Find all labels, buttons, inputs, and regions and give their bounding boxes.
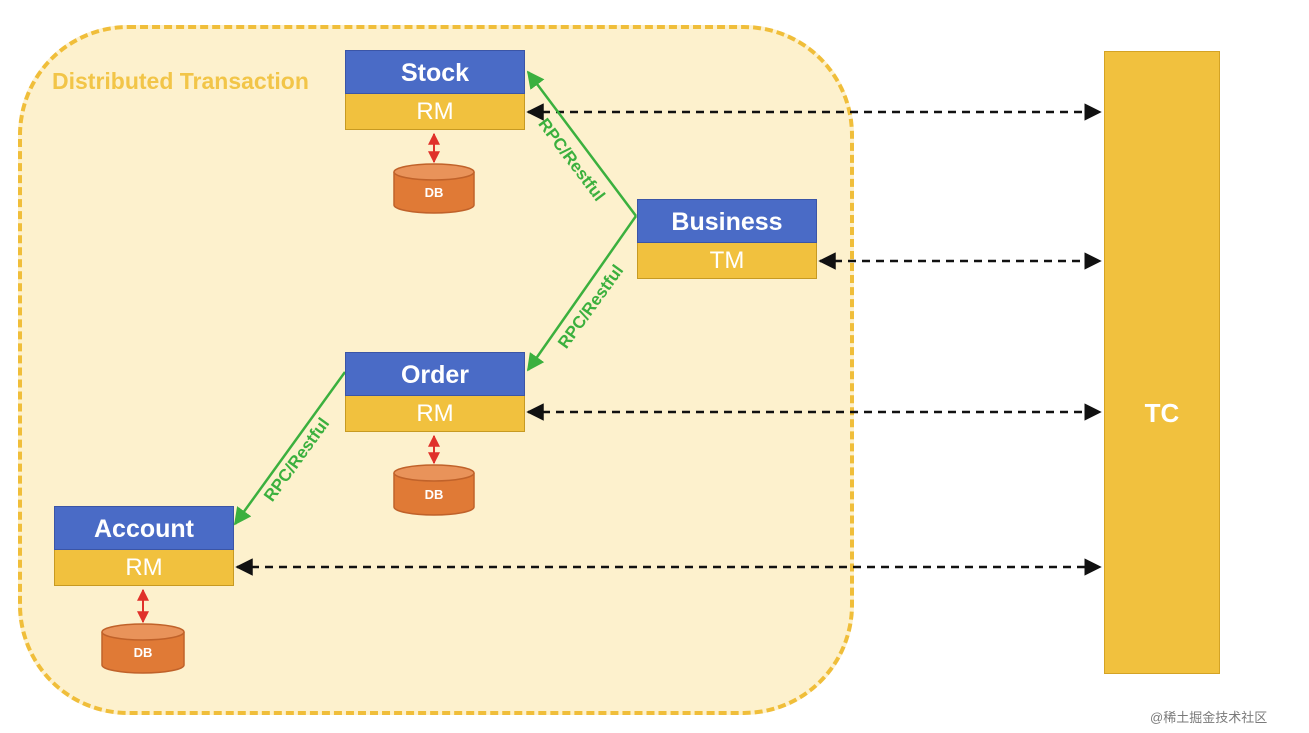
order-db-label: DB: [425, 487, 444, 502]
transaction-coordinator: TC: [1104, 51, 1220, 674]
watermark: @稀土掘金技术社区: [1150, 710, 1268, 725]
order-service-name: Order: [345, 352, 525, 396]
order-service-role: RM: [345, 396, 525, 432]
business-to-stock-arrow: [526, 70, 637, 217]
stock-db-label: DB: [425, 185, 444, 200]
account-service: Account RM: [54, 506, 234, 586]
account-db-label: DB: [134, 645, 153, 660]
region-title: Distributed Transaction: [52, 68, 309, 94]
account-service-name: Account: [54, 506, 234, 550]
stock-service-role: RM: [345, 94, 525, 130]
order-db: DB: [393, 464, 475, 516]
tc-label: TC: [1144, 398, 1180, 428]
stock-service: Stock RM: [345, 50, 525, 130]
account-service-role: RM: [54, 550, 234, 586]
stock-service-name: Stock: [345, 50, 525, 94]
order-service: Order RM: [345, 352, 525, 432]
order-to-account-arrow: [233, 371, 347, 526]
business-service-role: TM: [637, 243, 817, 279]
business-service-name: Business: [637, 199, 817, 243]
stock-db: DB: [393, 163, 475, 214]
business-to-order-arrow: [526, 215, 638, 372]
account-db: DB: [101, 623, 185, 674]
business-service: Business TM: [637, 199, 817, 279]
